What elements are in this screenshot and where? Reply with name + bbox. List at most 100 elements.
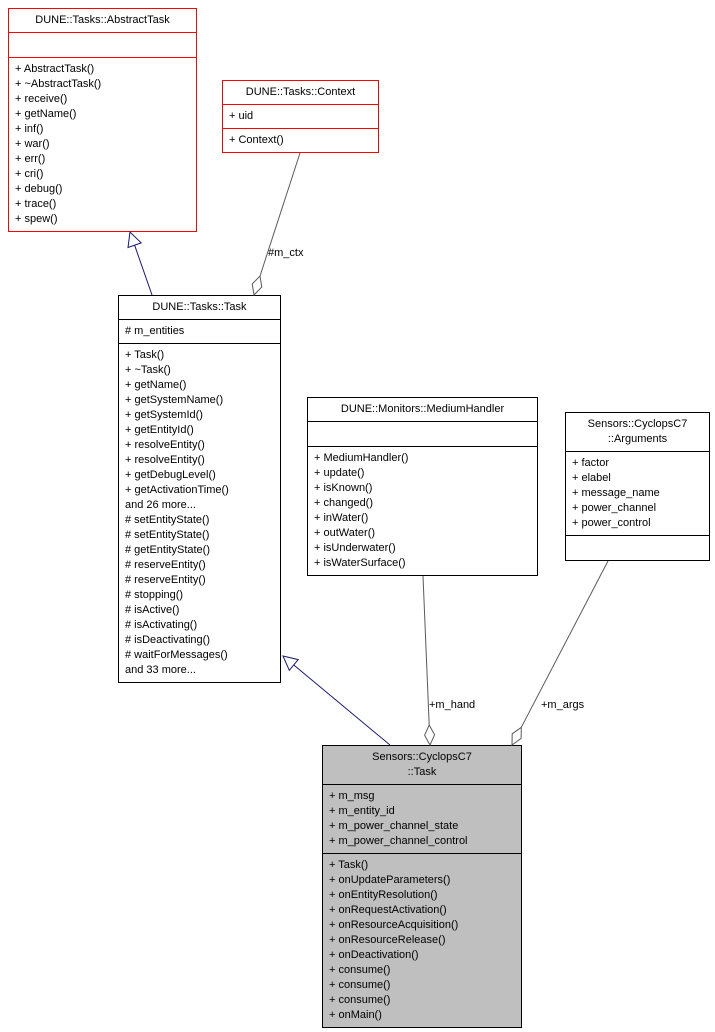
attributes-section: + uid — [223, 104, 378, 128]
member-row: + factor — [572, 457, 609, 469]
edge-label-m-ctx: #m_ctx — [268, 247, 304, 259]
member-row: + AbstractTask() — [15, 63, 95, 75]
member-row: + outWater() — [314, 527, 376, 539]
member-row: + m_power_channel_control — [329, 835, 468, 847]
member-row: + isWaterSurface() — [314, 557, 406, 569]
member-row: + spew() — [15, 213, 58, 225]
edge-label-m-hand: +m_hand — [429, 699, 476, 711]
member-row: + message_name — [572, 487, 660, 499]
class-node-sensors-cyclopsc7-task[interactable]: Sensors::CyclopsC7 ::Task + m_msg+ m_ent… — [322, 745, 522, 1028]
member-row: # m_entities — [125, 325, 185, 337]
class-node-dune-tasks-context[interactable]: DUNE::Tasks::Context + uid + Context() — [222, 80, 379, 153]
inheritance-line — [134, 245, 153, 296]
member-row: + onEntityResolution() — [329, 889, 438, 901]
inheritance-edge-task-to-abstracttask — [127, 230, 153, 296]
member-row: # setEntityState() — [125, 514, 210, 526]
member-row: and 33 more... — [125, 664, 196, 676]
edge-label-m-args: +m_args — [541, 699, 585, 711]
member-row: + isUnderwater() — [314, 542, 396, 554]
class-node-sensors-cyclopsc7-arguments[interactable]: Sensors::CyclopsC7 ::Arguments + factor+… — [565, 412, 710, 561]
member-row: + ~AbstractTask() — [15, 78, 102, 90]
member-row: + Task() — [329, 859, 369, 871]
member-row: + power_control — [572, 517, 651, 529]
member-row: # setEntityState() — [125, 529, 210, 541]
aggregation-diamond-icon — [511, 726, 522, 746]
aggregation-diamond-icon — [424, 723, 436, 747]
class-node-dune-tasks-abstracttask[interactable]: DUNE::Tasks::AbstractTask + AbstractTask… — [8, 8, 197, 232]
member-row: + MediumHandler() — [314, 452, 409, 464]
member-row: + uid — [229, 110, 254, 122]
member-row: + resolveEntity() — [125, 439, 205, 451]
class-title: Sensors::CyclopsC7 ::Task — [372, 751, 472, 778]
inheritance-triangle-icon — [127, 230, 143, 249]
member-row: + Context() — [229, 134, 284, 146]
member-row: + cri() — [15, 168, 44, 180]
member-row: + onUpdateParameters() — [329, 874, 451, 886]
member-row: + onDeactivation() — [329, 949, 419, 961]
member-row: # getEntityState() — [125, 544, 210, 556]
member-row: + m_entity_id — [329, 805, 395, 817]
methods-section: + Task() + ~Task() + getName() + getSystemN… — [119, 343, 280, 682]
member-row: + trace() — [15, 198, 57, 210]
member-row: # stopping() — [125, 589, 184, 601]
member-row: + resolveEntity() — [125, 454, 205, 466]
member-row: + inWater() — [314, 512, 369, 524]
class-title: DUNE::Tasks::Context — [245, 86, 356, 98]
member-row: + consume() — [329, 979, 391, 991]
member-row: + onResourceAcquisition() — [329, 919, 459, 931]
member-row: # waitForMessages() — [125, 649, 228, 661]
member-row: + update() — [314, 467, 365, 479]
class-title: DUNE::Tasks::Task — [152, 301, 247, 313]
member-row: + isKnown() — [314, 482, 373, 494]
class-node-dune-tasks-task[interactable]: DUNE::Tasks::Task # m_entities + Task()+… — [118, 295, 281, 683]
member-row: + m_power_channel_state — [329, 820, 459, 832]
member-row: # isDeactivating() — [125, 634, 210, 646]
member-row: + getEntityId() — [125, 424, 194, 436]
aggregation-edge-arguments-to-cyclopstask — [511, 560, 609, 746]
attributes-section — [9, 32, 196, 57]
member-row: + onMain() — [329, 1009, 382, 1021]
aggregation-edge-context-to-task — [251, 152, 301, 297]
class-title: DUNE::Monitors::MediumHandler — [340, 403, 505, 415]
aggregation-diamond-icon — [251, 274, 263, 297]
member-row: # reserveEntity() — [125, 574, 206, 586]
member-row: + onResourceRelease() — [329, 934, 446, 946]
methods-section: + AbstractTask() + ~AbstractTask() + recei… — [9, 57, 196, 231]
member-row: + err() — [15, 153, 46, 165]
inheritance-triangle-icon — [282, 655, 300, 672]
member-row: + debug() — [15, 183, 63, 195]
member-row: + receive() — [15, 93, 68, 105]
member-row: # isActivating() — [125, 619, 198, 631]
member-row: # reserveEntity() — [125, 559, 206, 571]
member-row: + getName() — [15, 108, 77, 120]
methods-section: + Context() — [223, 128, 378, 152]
methods-section — [566, 535, 709, 560]
member-row: + elabel — [572, 472, 611, 484]
member-row: + Task() — [125, 349, 165, 361]
member-row: + changed() — [314, 497, 374, 509]
member-row: + getDebugLevel() — [125, 469, 216, 481]
methods-section: + Task() + onUpdateParameters() + onEntity… — [323, 853, 521, 1027]
member-row: + consume() — [329, 994, 391, 1006]
class-node-dune-monitors-mediumhandler[interactable]: DUNE::Monitors::MediumHandler + MediumHa… — [307, 397, 538, 576]
attributes-section: + m_msg + m_entity_id + m_power_channel_st… — [323, 784, 521, 853]
member-row: + getSystemName() — [125, 394, 224, 406]
member-row: + onRequestActivation() — [329, 904, 447, 916]
member-row: + getActivationTime() — [125, 484, 229, 496]
inheritance-line — [293, 664, 391, 746]
class-title: DUNE::Tasks::AbstractTask — [35, 14, 170, 26]
member-row: + m_msg — [329, 790, 375, 802]
member-row: + power_channel — [572, 502, 657, 514]
attributes-section — [308, 421, 537, 446]
class-title: Sensors::CyclopsC7 ::Arguments — [587, 418, 688, 445]
aggregation-edge-mediumhandler-to-cyclopstask — [422, 575, 436, 747]
attributes-section: # m_entities — [119, 319, 280, 343]
member-row: # isActive() — [125, 604, 180, 616]
member-row: + getSystemId() — [125, 409, 203, 421]
attributes-section: + factor + elabel + message_name + power_ch… — [566, 451, 709, 535]
methods-section: + MediumHandler() + update() + isKnown() + … — [308, 446, 537, 575]
member-row: + inf() — [15, 123, 44, 135]
member-row: + war() — [15, 138, 50, 150]
member-row: + ~Task() — [125, 364, 171, 376]
member-row: + getName() — [125, 379, 187, 391]
